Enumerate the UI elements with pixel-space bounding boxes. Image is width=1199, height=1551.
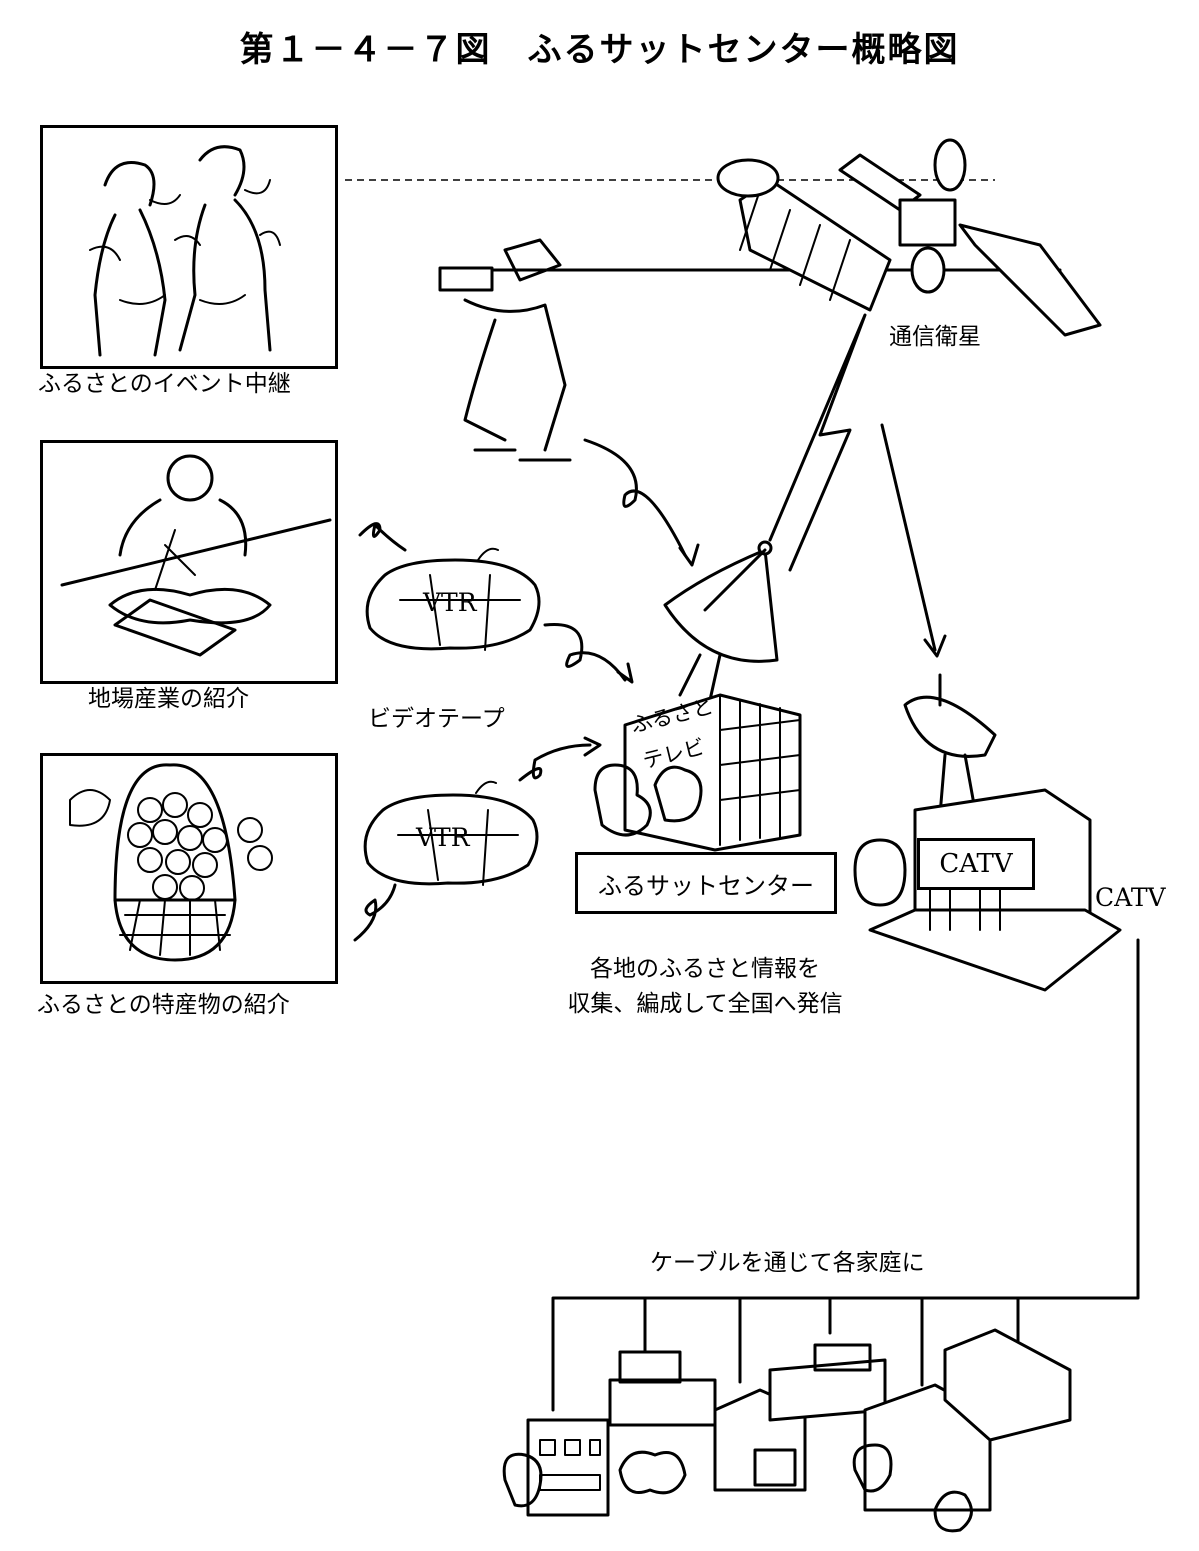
grape-basket-illustration [69,763,273,962]
vtr-bundle-1 [365,558,541,651]
catv-station-illustration [853,673,1122,992]
downlink-arrow-head [923,634,947,658]
catv-building-sign: CATV [917,838,1035,890]
downlink-arrow [880,423,937,652]
local-industry-label: 地場産業の紹介 [88,686,249,712]
center-description-line2: 収集、編成して全国へ発信 [567,991,843,1017]
camera-to-center-arrow [583,438,687,557]
event-relay-label: ふるさとのイベント中継 [38,371,291,397]
vtr2-to-center-arrow [518,743,592,782]
videotape-label: ビデオテープ [368,706,505,732]
vtr-label-2: VTR [416,823,470,852]
cable-line [551,938,1140,1412]
satellite-label: 通信衛星 [889,324,981,350]
furusat-center-box: ふるサットセンター [575,852,837,914]
specialty-label: ふるさとの特産物の紹介 [37,992,290,1018]
center-description-line1: 各地のふるさと情報を [590,956,820,982]
uplink-lightning [768,313,867,572]
event-panel [40,125,338,369]
panel3-to-vtr-arrow [353,883,397,942]
vtr1-to-center-arrow [543,622,627,682]
panel2-to-vtr-arrow [358,522,407,552]
catv-label: CATV [1095,883,1166,912]
vtr-label-1: VTR [423,588,477,617]
houses-illustration [502,1328,1072,1533]
vtr-bundle-2 [363,793,539,886]
local-industry-panel [40,440,338,684]
festival-dancers-illustration [89,145,281,357]
craftsman-illustration [60,454,332,657]
cameraman-illustration [438,238,1062,462]
satellite-illustration [716,138,1102,337]
cable-label: ケーブルを通じて各家庭に [650,1250,925,1276]
figure-title: 第１－４－７図 ふるサットセンター概略図 [239,30,960,70]
furusato-tv-station-illustration [593,540,802,852]
